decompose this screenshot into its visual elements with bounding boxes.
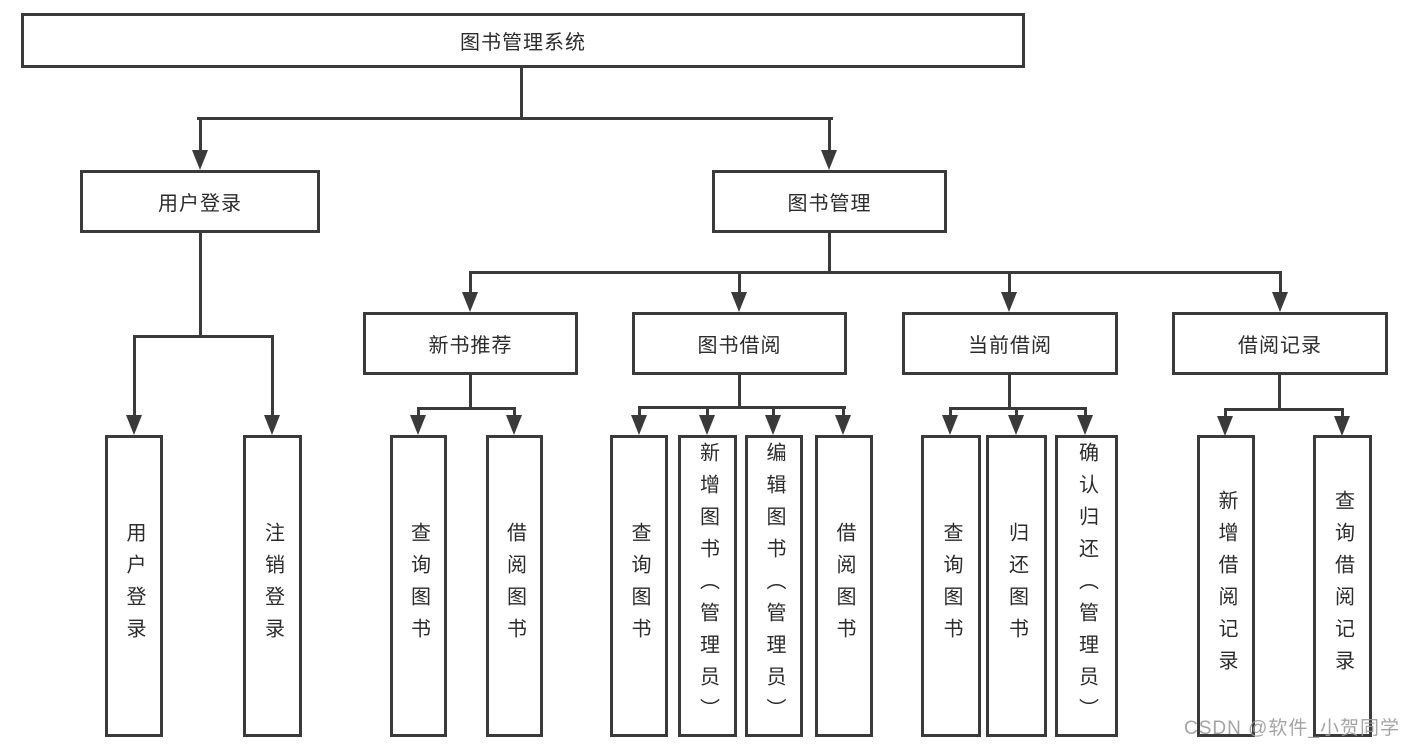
connector-line — [133, 335, 136, 417]
arrowhead — [731, 292, 747, 312]
arrowhead — [506, 415, 522, 435]
arrowhead — [765, 415, 781, 435]
arrowhead — [126, 415, 142, 435]
leaf-borrow-books-recommend-label: 借阅图书 — [503, 522, 526, 650]
connector-line — [469, 271, 1282, 274]
leaf-logout: 注销登录 — [243, 435, 302, 737]
node-user-login-label: 用户登录 — [158, 193, 242, 215]
node-borrow-records: 借阅记录 — [1172, 312, 1388, 375]
connector-line — [949, 407, 1087, 410]
arrowhead — [192, 150, 208, 170]
arrowhead — [1272, 292, 1288, 312]
arrowhead — [1334, 416, 1350, 436]
arrowhead — [631, 415, 647, 435]
connector-line — [772, 406, 775, 417]
node-root-label: 图书管理系统 — [460, 32, 586, 54]
leaf-confirm-return-admin: 确认归还（管理员） — [1055, 435, 1118, 737]
connector-line — [638, 406, 641, 417]
connector-line — [133, 335, 274, 338]
leaf-return-books-label: 归还图书 — [1005, 522, 1028, 650]
node-new-book-recommend: 新书推荐 — [363, 312, 578, 375]
node-current-borrow-label: 当前借阅 — [968, 335, 1052, 357]
leaf-query-books-borrow: 查询图书 — [610, 435, 668, 737]
node-current-borrow: 当前借阅 — [902, 312, 1118, 375]
connector-line — [706, 406, 709, 417]
connector-line — [1015, 407, 1018, 417]
connector-line — [199, 233, 202, 335]
leaf-user-login: 用户登录 — [105, 435, 163, 737]
leaf-confirm-return-admin-label: 确认归还（管理员） — [1075, 442, 1098, 730]
connector-line — [520, 68, 523, 120]
node-book-management: 图书管理 — [712, 170, 947, 233]
arrowhead — [410, 415, 426, 435]
connector-line — [738, 375, 741, 406]
arrowhead — [462, 292, 478, 312]
leaf-query-books-borrow-label: 查询图书 — [628, 522, 650, 650]
leaf-logout-label: 注销登录 — [261, 522, 284, 650]
connector-line — [738, 271, 741, 294]
leaf-query-books-current-label: 查询图书 — [940, 522, 962, 650]
arrowhead — [835, 415, 851, 435]
connector-line — [1278, 375, 1281, 408]
leaf-add-borrow-record-label: 新增借阅记录 — [1215, 490, 1237, 682]
arrowhead — [821, 150, 837, 170]
csdn-watermark: CSDN @软件_小贺同学 — [1184, 718, 1400, 739]
leaf-edit-books-admin: 编辑图书（管理员） — [745, 435, 803, 737]
leaf-add-books-admin-label: 新增图书（管理员） — [696, 442, 719, 730]
connector-line — [828, 117, 831, 153]
arrowhead — [1217, 416, 1233, 436]
node-root: 图书管理系统 — [21, 13, 1025, 68]
connector-line — [271, 335, 274, 417]
connector-line — [949, 407, 952, 417]
arrowhead — [1077, 415, 1093, 435]
node-user-login: 用户登录 — [80, 170, 320, 233]
leaf-query-books-current: 查询图书 — [921, 435, 981, 737]
leaf-query-books-recommend: 查询图书 — [390, 435, 447, 737]
node-new-book-recommend-label: 新书推荐 — [428, 335, 513, 357]
arrowhead — [942, 415, 958, 435]
connector-line — [1279, 271, 1282, 294]
connector-line — [469, 375, 472, 407]
arrowhead — [1008, 415, 1024, 435]
arrowhead — [264, 415, 280, 435]
arrowhead — [699, 415, 715, 435]
connector-line — [1008, 271, 1011, 294]
arrowhead — [1001, 292, 1017, 312]
connector-line — [1084, 407, 1087, 417]
connector-line — [1341, 408, 1344, 417]
node-borrow-records-label: 借阅记录 — [1238, 335, 1322, 357]
connector-line — [513, 407, 516, 417]
leaf-borrow-books-label: 借阅图书 — [833, 522, 855, 650]
leaf-user-login-label: 用户登录 — [123, 522, 145, 650]
node-book-borrow: 图书借阅 — [632, 312, 847, 375]
connector-line — [828, 233, 831, 271]
leaf-borrow-books: 借阅图书 — [815, 435, 873, 737]
leaf-edit-books-admin-label: 编辑图书（管理员） — [763, 442, 785, 730]
leaf-query-borrow-record-label: 查询借阅记录 — [1331, 490, 1354, 682]
connector-line — [1224, 408, 1227, 417]
connector-line — [1224, 408, 1344, 411]
connector-line — [842, 406, 845, 417]
connector-line — [199, 117, 202, 153]
node-book-borrow-label: 图书借阅 — [697, 335, 782, 357]
connector-line — [1008, 375, 1011, 407]
leaf-add-borrow-record: 新增借阅记录 — [1197, 435, 1255, 737]
leaf-query-books-recommend-label: 查询图书 — [407, 522, 430, 650]
connector-line — [417, 407, 420, 417]
leaf-query-borrow-record: 查询借阅记录 — [1313, 435, 1372, 737]
connector-line — [197, 117, 833, 120]
node-book-management-label: 图书管理 — [787, 193, 872, 215]
connector-line — [469, 271, 472, 294]
connector-line — [417, 407, 516, 410]
leaf-return-books: 归还图书 — [986, 435, 1047, 737]
leaf-add-books-admin: 新增图书（管理员） — [678, 435, 737, 737]
connector-line — [638, 406, 846, 409]
leaf-borrow-books-recommend: 借阅图书 — [486, 435, 543, 737]
